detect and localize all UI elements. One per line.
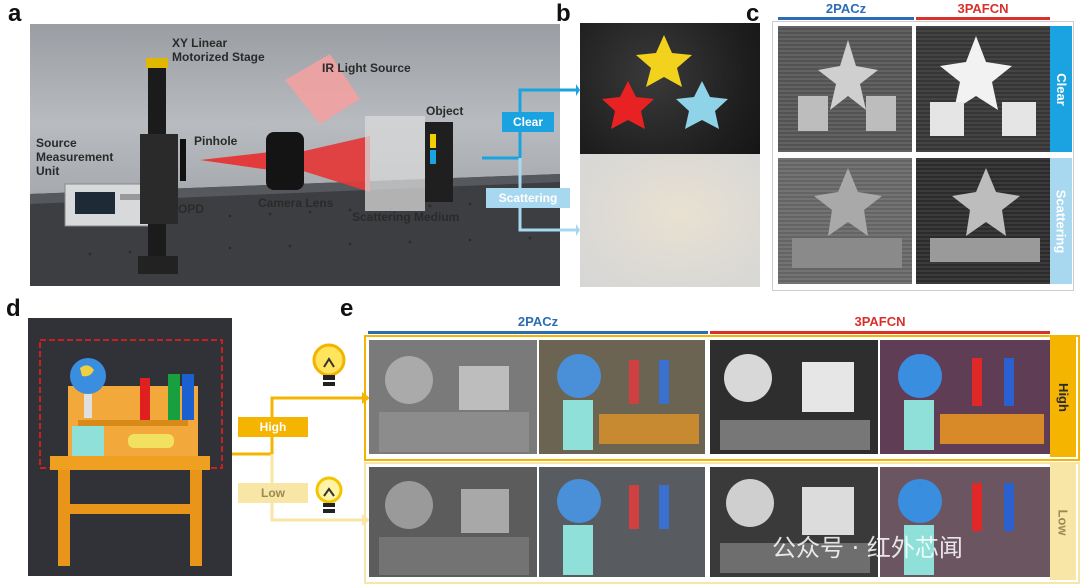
- c-row-scattering: Scattering: [1050, 158, 1072, 284]
- e-img-3pafcn-high-gray: [710, 340, 878, 454]
- stars-clear-photo: [580, 23, 760, 154]
- bookshelf-illustration: [39, 339, 223, 566]
- e-row-low: Low: [1050, 464, 1076, 580]
- e-frame-low: [364, 462, 1080, 584]
- label-opd: OPD: [178, 202, 205, 216]
- panel-label-d: d: [6, 295, 21, 322]
- e-col-2pacz: 2PACz: [517, 314, 559, 329]
- label-camera-lens: Camera Lens: [258, 196, 334, 210]
- e-img-2pacz-low-color: [539, 467, 705, 577]
- lightbulb-dim-icon: [315, 476, 343, 513]
- high-tag: High: [238, 417, 308, 437]
- label-ir-source: IR Light Source: [322, 61, 411, 75]
- setup-illustration: [30, 54, 560, 286]
- lightbulb-bright-icon: [312, 343, 346, 386]
- c-col-3pafcn-bar: [916, 17, 1050, 20]
- e-frame-high: [364, 335, 1080, 461]
- bookshelf-photo: [28, 318, 232, 576]
- label-pinhole: Pinhole: [194, 134, 238, 148]
- clear-tag: Clear: [502, 112, 554, 132]
- e-col-3pafcn: 3PAFCN: [854, 314, 906, 329]
- c-img-3pafcn-scattering: [916, 158, 1050, 284]
- watermark: 公众号 · 红外芯闻: [772, 534, 963, 562]
- panel-label-b: b: [556, 0, 571, 27]
- label-scattering-medium: Scattering Medium: [352, 210, 460, 224]
- label-object: Object: [426, 104, 464, 118]
- e-img-2pacz-high-gray: [369, 340, 537, 454]
- c-img-2pacz-scattering: [778, 158, 912, 284]
- c-row-clear: Clear: [1050, 26, 1072, 152]
- scattering-tag: Scattering: [486, 188, 570, 208]
- label-smu: Source Measurement Unit: [36, 136, 114, 178]
- label-xy-stage: XY Linear Motorized Stage: [172, 36, 265, 64]
- arrows-d-to-e: [232, 392, 370, 526]
- panel-label-a: a: [8, 0, 22, 27]
- c-img-2pacz-clear: [778, 26, 912, 152]
- arrows-a-to-b: [482, 84, 580, 236]
- c-frame: [772, 21, 1074, 291]
- e-col-2pacz-bar: [368, 331, 708, 334]
- setup-photo: XY Linear Motorized Stage IR Light Sourc…: [30, 24, 560, 286]
- panel-label-c: c: [746, 0, 760, 27]
- e-img-3pafcn-low-gray: [710, 467, 878, 577]
- c-col-3pafcn: 3PAFCN: [957, 1, 1009, 16]
- e-img-3pafcn-high-color: [880, 340, 1050, 454]
- e-img-3pafcn-low-color: [880, 467, 1050, 577]
- panel-label-e: e: [340, 295, 354, 322]
- e-row-high: High: [1050, 337, 1076, 457]
- stars-illustration: [602, 35, 728, 129]
- low-tag: Low: [238, 483, 308, 503]
- c-img-3pafcn-clear: [916, 26, 1050, 152]
- c-col-2pacz-bar: [778, 17, 914, 20]
- e-col-3pafcn-bar: [710, 331, 1050, 334]
- stars-scattering-photo: [580, 154, 760, 287]
- c-col-2pacz: 2PACz: [825, 1, 867, 16]
- e-img-2pacz-low-gray: [369, 467, 537, 577]
- e-img-2pacz-high-color: [539, 340, 705, 454]
